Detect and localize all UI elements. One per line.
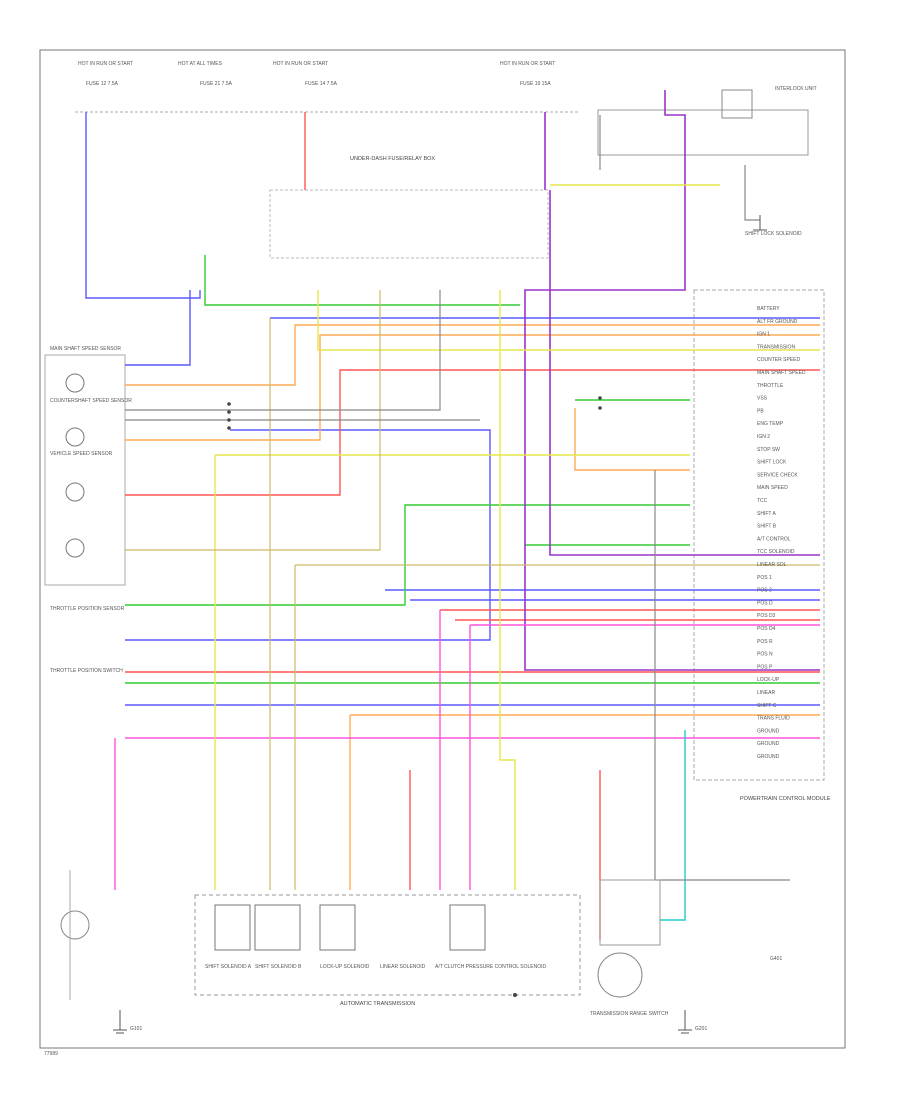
pcm-label: POWERTRAIN CONTROL MODULE [740,796,831,802]
pcm-signal-label: GROUND [757,741,780,747]
pcm-signal-label: SHIFT A [757,511,776,517]
pcm-signal-label: TRANS FLUID [757,716,790,722]
fuse-headers: HOT IN RUN OR START HOT AT ALL TIMES HOT… [78,61,555,87]
fuse-header: HOT IN RUN OR START [273,61,328,67]
pcm-signal-label: POS P [757,664,773,670]
pcm-signal-label: POS N [757,652,773,658]
under-dash-fuse-box [269,189,549,259]
pcm-signal-label: VSS [757,396,768,402]
pcm-signal-label: GROUND [757,728,780,734]
pink-wires [114,610,820,890]
solenoid-coils [214,904,486,951]
pcm-signal-label: POS 2 [757,588,772,594]
fuse-label: FUSE 12 7.5A [86,81,119,87]
pcm-signal-label: SHIFT C [757,703,777,709]
fuse-header: HOT IN RUN OR START [500,61,555,67]
pcm-signal-label: A/T CONTROL [757,536,791,542]
pcm-signal-label: TCC [757,498,768,504]
left-module: COUNTERSHAFT SPEED SENSOR [50,398,132,404]
tan-wires [125,290,820,890]
bottom-component: SHIFT SOLENOID B [255,964,302,970]
bottom-component: LOCK-UP SOLENOID [320,964,370,970]
gray-wires [125,115,790,881]
footer-code: 77989 [44,1051,58,1057]
pcm-signal-label: LOCK-UP [757,677,780,683]
connector-dots [227,396,602,997]
left-module: THROTTLE POSITION SWITCH [50,668,123,674]
fuse-label: FUSE 19 15A [520,81,551,87]
pcm-box [693,289,825,781]
left-sensor-box [44,354,126,586]
pcm-signal-label: POS 1 [757,575,772,581]
automatic-transmission-label: AUTOMATIC TRANSMISSION [340,1001,415,1007]
pcm-signal-label: POS D [757,600,773,606]
transmission-solenoid-block [194,894,581,996]
interlock-unit-box [597,109,809,156]
pcm-signal-label: ALT FR GROUND [757,319,798,325]
pcm-signal-label: IGN 2 [757,434,770,440]
pcm-signal-label: TRANSMISSION [757,344,795,350]
left-module: MAIN SHAFT SPEED SENSOR [50,346,121,352]
pcm-signal-label: SERVICE CHECK [757,472,798,478]
under-dash-box-label: UNDER-DASH FUSE/RELAY BOX [350,156,435,162]
left-module: THROTTLE POSITION SENSOR [50,606,125,612]
pcm-signal-label: MAIN SPEED [757,485,788,491]
gear-position-dial [597,952,643,998]
ground-label: G101 [130,1026,142,1032]
transmission-range-label: TRANSMISSION RANGE SWITCH [590,1011,669,1017]
shift-lock-solenoid-coil [721,89,753,119]
pcm-signal-label: POS D4 [757,626,776,632]
right-signal-labels: BATTERY ALT FR GROUND IGN 1 TRANSMISSION COU… [757,306,806,760]
yellow-wires [214,184,820,890]
fuse-label: FUSE 14 7.5A [305,81,338,87]
pcm-signal-label: IGN 1 [757,332,770,338]
fuse-header: HOT AT ALL TIMES [178,61,223,67]
interlock-box-label: SHIFT LOCK SOLENOID [745,231,802,237]
pcm-signal-label: STOP SW [757,447,780,453]
pcm-signal-label: SHIFT LOCK [757,460,787,466]
cyan-wires [660,730,686,921]
ground-symbols [113,215,767,1034]
ground-label: G201 [695,1026,707,1032]
ground-label: G401 [770,956,782,962]
pcm-signal-label: LINEAR [757,690,775,696]
pcm-signal-label: GROUND [757,754,780,760]
purple-wires [524,90,820,671]
bottom-component: LINEAR SOLENOID [380,964,426,970]
sensor-symbols [65,373,85,558]
pcm-signal-label: POS R [757,639,773,645]
interlock-label: INTERLOCK UNIT [775,86,817,92]
pcm-signal-label: COUNTER SPEED [757,357,800,363]
fuse-header: HOT IN RUN OR START [78,61,133,67]
bottom-component: A/T CLUTCH PRESSURE CONTROL SOLENOID [435,964,547,970]
bottom-component: SHIFT SOLENOID A [205,964,252,970]
pcm-signal-label: PB [757,408,764,414]
green-wires [125,255,820,684]
diagram-border [39,49,846,1049]
left-module: VEHICLE SPEED SENSOR [50,451,113,457]
pcm-signal-label: TCC SOLENOID [757,549,795,555]
pcm-signal-label: BATTERY [757,306,780,312]
gauge-symbol [60,910,90,940]
fuse-label: FUSE 21 7.5A [200,81,233,87]
pcm-signal-label: THROTTLE [757,383,784,389]
orange-wires [125,324,820,890]
pcm-signal-label: POS D3 [757,613,776,619]
pcm-signal-label: ENG TEMP [757,421,784,427]
transmission-range-switch [599,879,661,946]
pcm-signal-label: SHIFT B [757,524,777,530]
pcm-signal-label: MAIN SHAFT SPEED [757,370,806,376]
pcm-signal-label: LINEAR SOL [757,562,787,568]
blue-wires [85,112,820,706]
red-wires [125,112,820,940]
